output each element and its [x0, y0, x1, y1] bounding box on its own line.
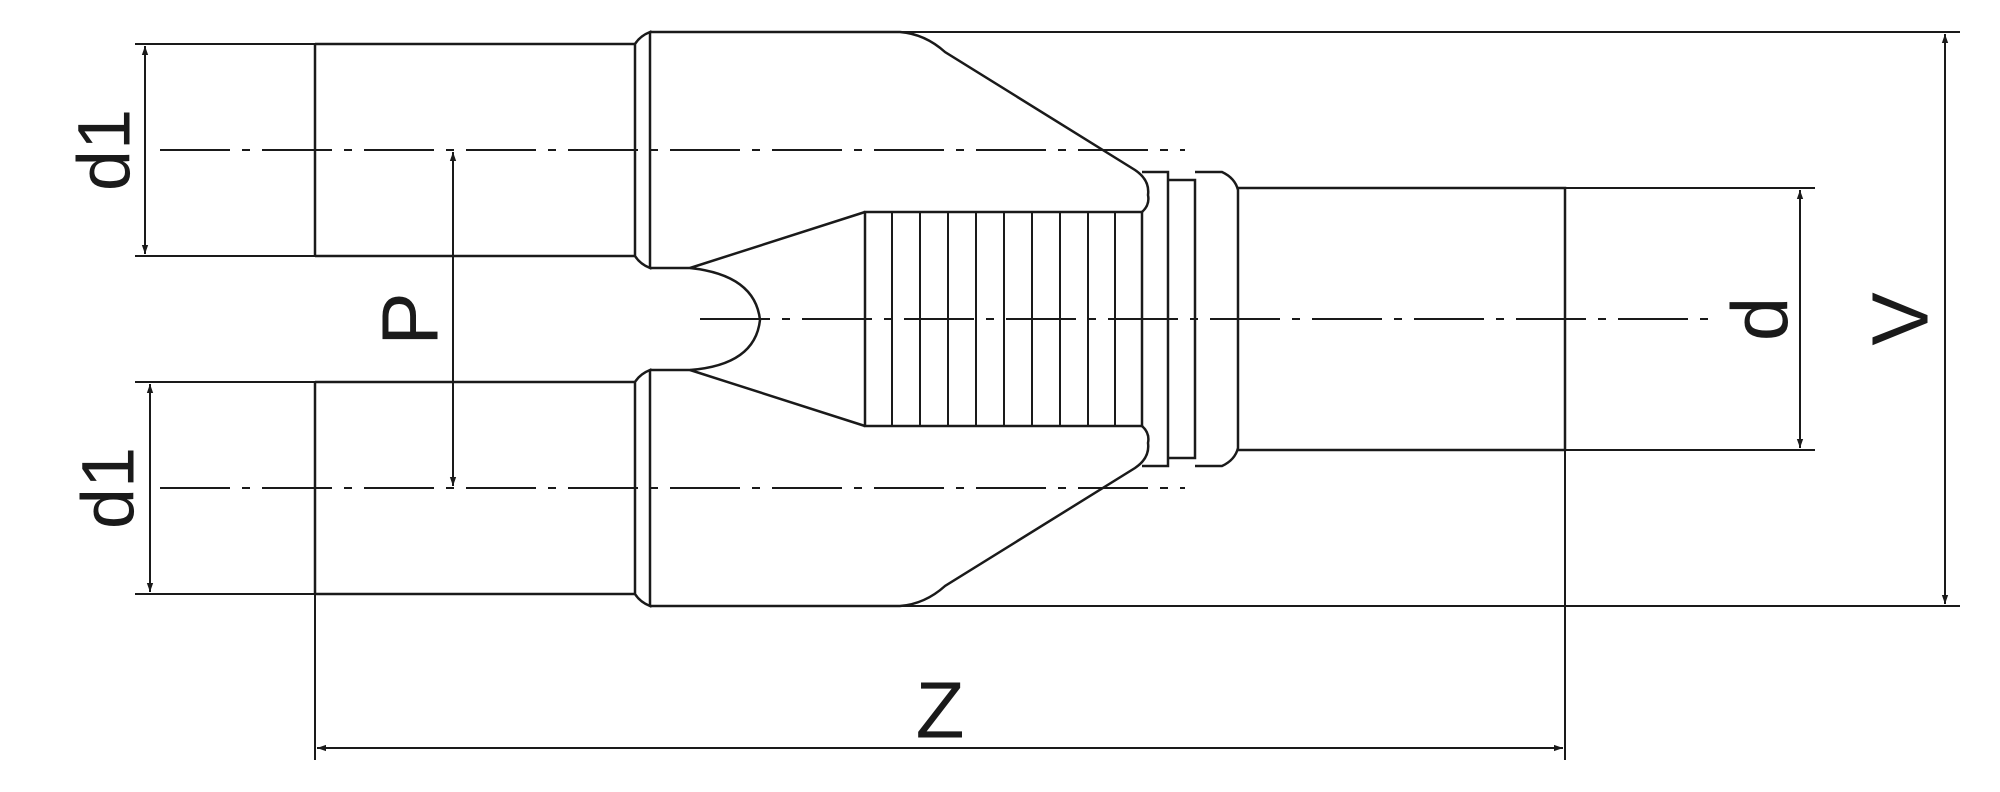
label-d: d: [1716, 297, 1805, 342]
extension-lines: [135, 31, 1960, 760]
inner-taper: [689, 210, 866, 428]
coupler-box: [863, 210, 1144, 428]
label-p: P: [366, 292, 455, 345]
dimension-lines: [141, 34, 1949, 752]
centerlines: [160, 149, 1720, 489]
label-d1-top: d1: [63, 109, 146, 191]
dimension-labels: d1 d1 P d V Z: [63, 109, 1945, 755]
body-shell: [650, 30, 1150, 608]
label-d1-bottom: d1: [67, 447, 150, 529]
label-z: Z: [916, 666, 965, 755]
label-v: V: [1856, 292, 1945, 346]
